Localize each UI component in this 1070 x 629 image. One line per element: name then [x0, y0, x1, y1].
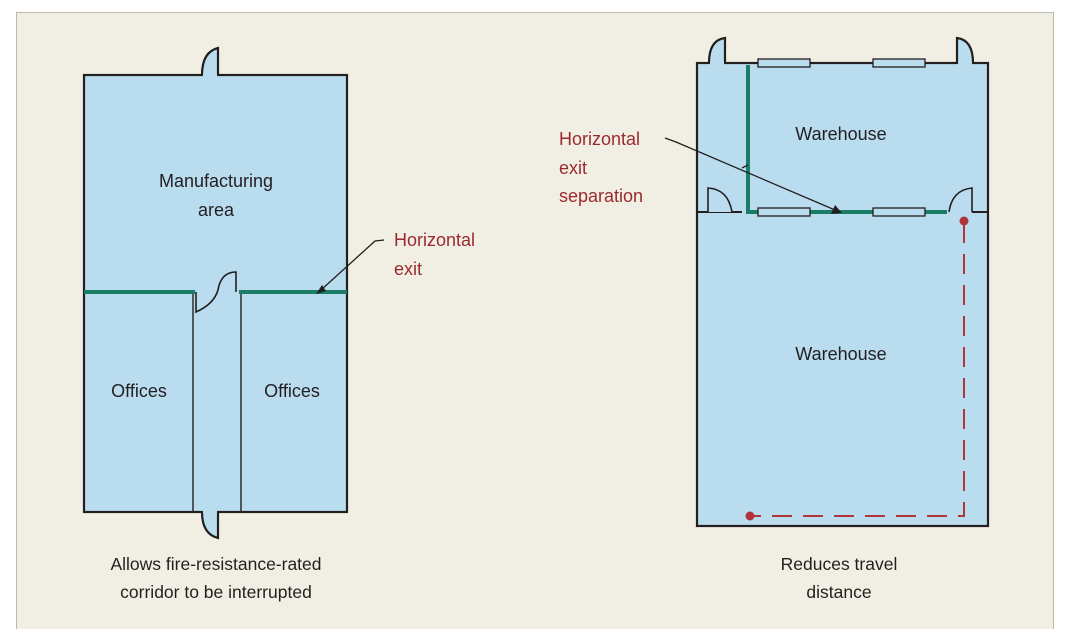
- mid-right-door-swing: [948, 187, 973, 213]
- right-top-left-door: [707, 36, 727, 64]
- right-callout-leader: [664, 137, 836, 211]
- right-callout-arrowhead: [831, 205, 842, 214]
- right-building-outline: [695, 61, 990, 528]
- manufacturing-label-1: Manufacturing: [159, 171, 273, 191]
- window-mid-2: [872, 207, 926, 217]
- right-callout-label-1: Horizontal: [559, 129, 640, 149]
- manufacturing-label-2: area: [198, 200, 235, 220]
- warehouse-top-label: Warehouse: [795, 124, 886, 144]
- left-callout-label-1: Horizontal: [394, 230, 475, 250]
- right-callout-leader-2: [741, 164, 749, 169]
- right-caption-2: distance: [806, 582, 871, 602]
- left-caption-2: corridor to be interrupted: [120, 582, 312, 602]
- window-mid-1: [757, 207, 811, 217]
- left-building: Manufacturing area Offices Offices Horiz…: [82, 46, 475, 602]
- travel-path-end-dot: [745, 511, 755, 521]
- left-bottom-door: [200, 511, 220, 540]
- left-callout-arrowhead: [316, 285, 326, 294]
- right-top-right-door: [955, 36, 975, 64]
- right-callout-label-2: exit: [559, 158, 587, 178]
- left-callout-label-2: exit: [394, 259, 422, 279]
- right-caption-1: Reduces travel: [781, 554, 898, 574]
- right-building: Warehouse Warehouse Horizontal exit sepa…: [559, 36, 990, 602]
- window-top-2: [872, 58, 926, 68]
- corridor-door-swing: [195, 271, 237, 314]
- right-callout-label-3: separation: [559, 186, 643, 206]
- window-top-1: [757, 58, 811, 68]
- left-callout-leader: [320, 239, 385, 291]
- offices-right-label: Offices: [264, 381, 320, 401]
- travel-path-start-dot: [959, 216, 969, 226]
- warehouse-bottom-label: Warehouse: [795, 344, 886, 364]
- travel-distance-path: [750, 223, 965, 517]
- left-top-door: [200, 46, 220, 76]
- mid-left-door-swing: [707, 187, 733, 213]
- offices-left-label: Offices: [111, 381, 167, 401]
- left-caption-1: Allows fire-resistance-rated: [110, 554, 321, 574]
